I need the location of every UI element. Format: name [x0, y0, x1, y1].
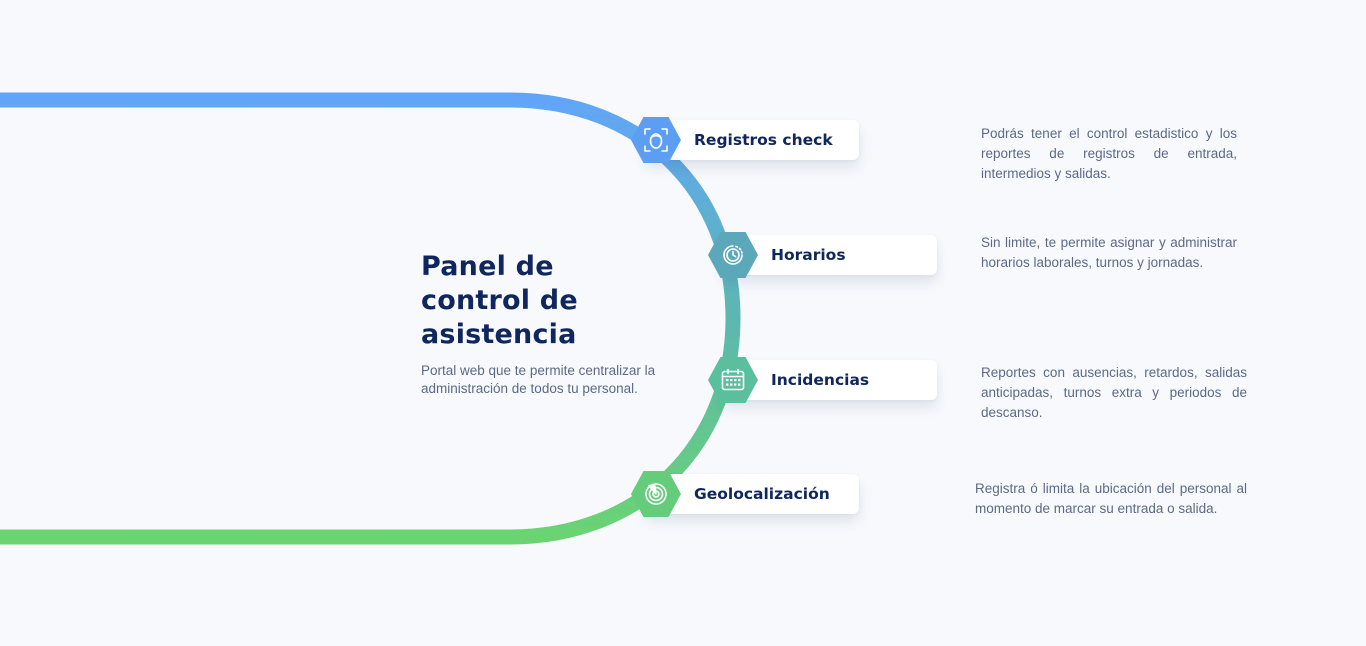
feature-label: Geolocalización: [694, 485, 830, 503]
feature-label: Registros check: [694, 131, 833, 149]
feature-description: Registra ó limita la ubicación del perso…: [975, 481, 1247, 516]
feature-label: Incidencias: [771, 371, 870, 389]
feature-card-geolocalizacion[interactable]: Geolocalización: [645, 474, 859, 514]
feature-label: Horarios: [771, 246, 846, 264]
feature-card-registros[interactable]: Registros check: [645, 120, 859, 160]
page-title: Panel de control de asistencia: [421, 251, 578, 350]
timeline-curve: [0, 92, 741, 545]
feature-description: Reportes con ausencias, retardos, salida…: [981, 365, 1247, 420]
page-subtitle: Portal web que te permite centralizar la…: [421, 363, 656, 396]
feature-description: Sin limite, te permite asignar y adminis…: [981, 235, 1237, 270]
feature-description: Podrás tener el control estadistico y lo…: [981, 126, 1237, 181]
